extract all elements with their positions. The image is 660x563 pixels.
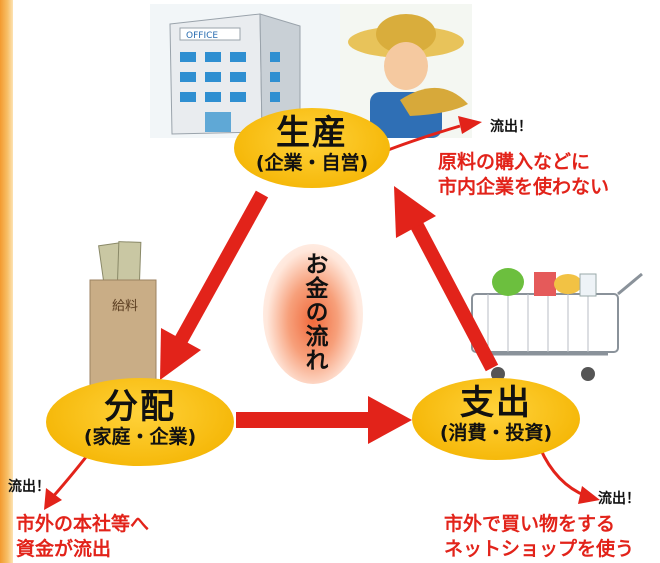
outflow-note-production: 原料の購入などに 市内企業を使わない — [438, 150, 609, 200]
node-spending: 支出 (消費・投資) — [412, 378, 580, 460]
outflow-note-distribution: 市外の本社等へ 資金が流出 — [16, 512, 149, 562]
outflow-note-spending-line1: 市外で買い物をする — [444, 513, 616, 535]
outflow-note-distribution-line1: 市外の本社等へ — [16, 513, 150, 535]
outflow-note-spending: 市外で買い物をする ネットショップを使う — [444, 512, 634, 562]
farmer-illustration — [340, 4, 472, 138]
node-distribution-title: 分配 — [104, 387, 176, 427]
arrow-distribution-to-spending — [236, 396, 412, 444]
envelope-label: 給料 — [112, 299, 138, 314]
outflow-arrow-production — [387, 124, 461, 152]
outflow-label-distribution: 流出！ — [8, 479, 50, 495]
outflow-label-spending: 流出！ — [598, 491, 640, 507]
node-production-title: 生産 — [276, 113, 348, 153]
outflow-note-production-line2: 市内企業を使わない — [438, 176, 610, 198]
arrow-spending-to-production — [394, 186, 499, 372]
node-production-subtitle: (企業・自営) — [255, 152, 369, 174]
office-sign: OFFICE — [186, 31, 218, 41]
salary-envelope-illustration: 給料 — [89, 241, 157, 393]
outflow-arrow-distribution — [48, 451, 92, 502]
outflow-note-spending-line2: ネットショップを使う — [444, 538, 635, 560]
outflow-note-distribution-line2: 資金が流出 — [16, 538, 112, 560]
node-spending-title: 支出 — [460, 383, 532, 423]
center-glow — [263, 244, 363, 384]
left-edge-decoration — [0, 0, 13, 563]
shopping-cart-illustration — [471, 268, 643, 381]
node-spending-subtitle: (消費・投資) — [439, 422, 553, 444]
node-distribution: 分配 (家庭・企業) — [46, 378, 234, 466]
outflow-note-production-line1: 原料の購入などに — [438, 151, 591, 173]
outflow-label-production: 流出！ — [490, 119, 532, 135]
node-production: 生産 (企業・自営) — [234, 108, 390, 188]
money-flow-label: お金の流れ — [301, 252, 327, 372]
outflow-arrow-spending — [538, 447, 587, 498]
node-distribution-subtitle: (家庭・企業) — [83, 426, 197, 448]
arrow-production-to-distribution — [160, 190, 269, 380]
